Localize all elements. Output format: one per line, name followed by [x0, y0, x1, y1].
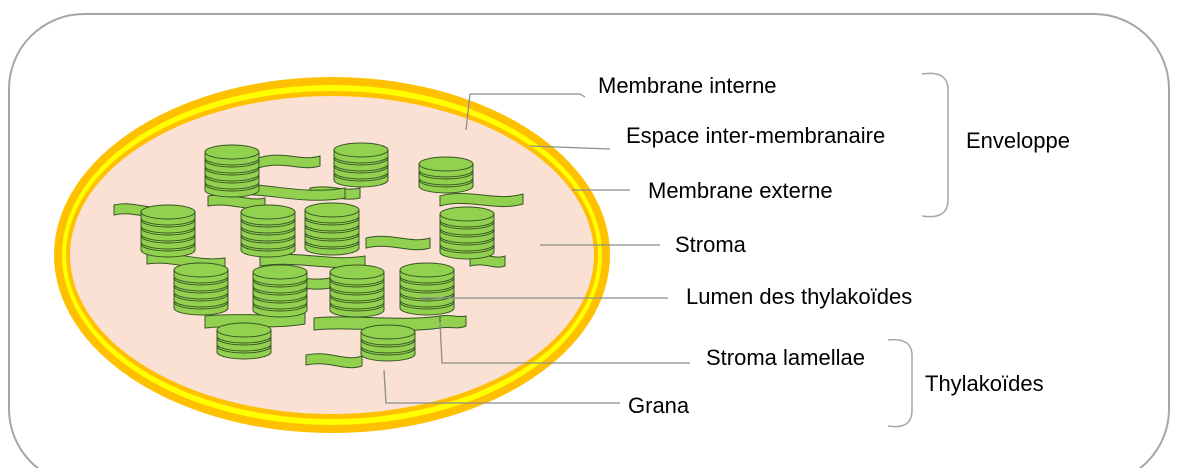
granum [360, 324, 416, 362]
stroma-lamella [439, 314, 467, 329]
stroma-lamella [305, 353, 363, 369]
thylakoid-disc-top [140, 204, 196, 220]
granum [204, 144, 260, 198]
thylakoid-disc-top [173, 262, 229, 278]
granum [216, 322, 272, 360]
thylakoid-disc-top [216, 322, 272, 338]
granum [140, 204, 196, 258]
thylakoid-disc-top [252, 264, 308, 280]
label-stroma: Stroma [675, 232, 746, 257]
leader-membrane-interne [465, 93, 586, 131]
thylakoid-disc-top [240, 204, 296, 220]
bracket-thylakoides [887, 338, 913, 428]
leader-grana [383, 369, 620, 404]
granum [240, 204, 296, 258]
granum [399, 262, 455, 316]
label-enveloppe: Enveloppe [966, 128, 1070, 153]
leader-espace-inter [529, 145, 611, 150]
label-grana: Grana [628, 393, 690, 418]
grana-group [140, 142, 495, 362]
leader-stroma-lamellae [439, 321, 690, 364]
label-membrane-externe: Membrane externe [648, 178, 833, 203]
thylakoid-disc-top [329, 264, 385, 280]
frame [8, 13, 1170, 468]
stroma-lamella [257, 154, 321, 169]
granum [333, 142, 389, 188]
label-espace-inter: Espace inter-membranaire [626, 123, 886, 148]
label-membrane-interne: Membrane interne [598, 73, 777, 98]
granum [304, 202, 360, 256]
thylakoid-disc-top [333, 142, 389, 158]
leader-lines [383, 93, 690, 404]
granum [173, 262, 229, 316]
thylakoid-disc-top [204, 144, 260, 160]
granum [418, 156, 474, 194]
granum [439, 206, 495, 260]
thylakoid-disc-top [399, 262, 455, 278]
stroma-lamella [439, 192, 524, 208]
thylakoid-disc-top [418, 156, 474, 172]
thylakoid-disc-top [304, 202, 360, 218]
stroma-lamella [365, 235, 431, 251]
granum [329, 264, 385, 318]
label-thylakoides: Thylakoïdes [925, 371, 1044, 396]
bracket-enveloppe [921, 72, 949, 218]
granum [252, 264, 308, 318]
thylakoid-disc-top [439, 206, 495, 222]
label-stroma-lamellae: Stroma lamellae [706, 345, 865, 370]
thylakoid-disc-top [360, 324, 416, 340]
label-lumen: Lumen des thylakoïdes [686, 284, 913, 309]
